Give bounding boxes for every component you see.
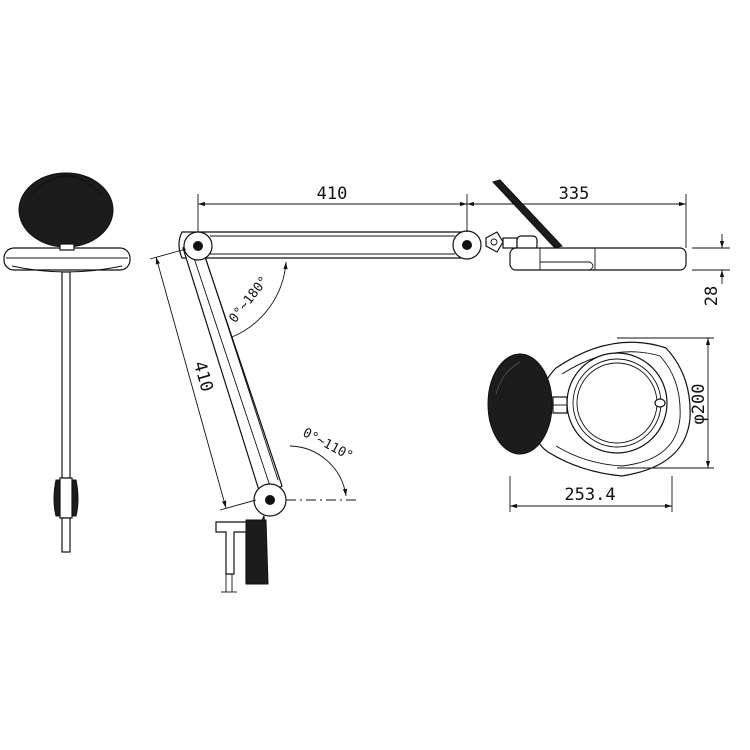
front-cover-shape [18,172,114,248]
dim-line-lower-arm [155,256,227,509]
label-head-height: 28 [702,286,722,306]
dimension-lines [149,194,730,512]
front-clamp-stem [61,517,71,553]
label-head-length: 335 [559,184,590,204]
label-upper-arm-length: 410 [317,184,348,204]
label-head-width: 253.4 [564,485,615,505]
top-lens-outer [566,352,668,454]
elbow-angle-arc [231,261,288,338]
wing-nut [485,231,504,253]
label-lens-diameter: φ200 [689,384,709,425]
label-elbow-angle: 0°~180° [226,274,272,326]
front-head-ring [3,247,131,271]
top-cover [487,353,553,455]
front-view [3,172,131,553]
label-base-angle: 0°~110° [300,425,355,464]
side-cover-open [492,179,563,249]
top-view [487,341,691,477]
lamp-head [509,247,687,271]
base-angle-arc [289,445,348,497]
side-view [178,179,687,593]
front-pole [61,271,71,479]
